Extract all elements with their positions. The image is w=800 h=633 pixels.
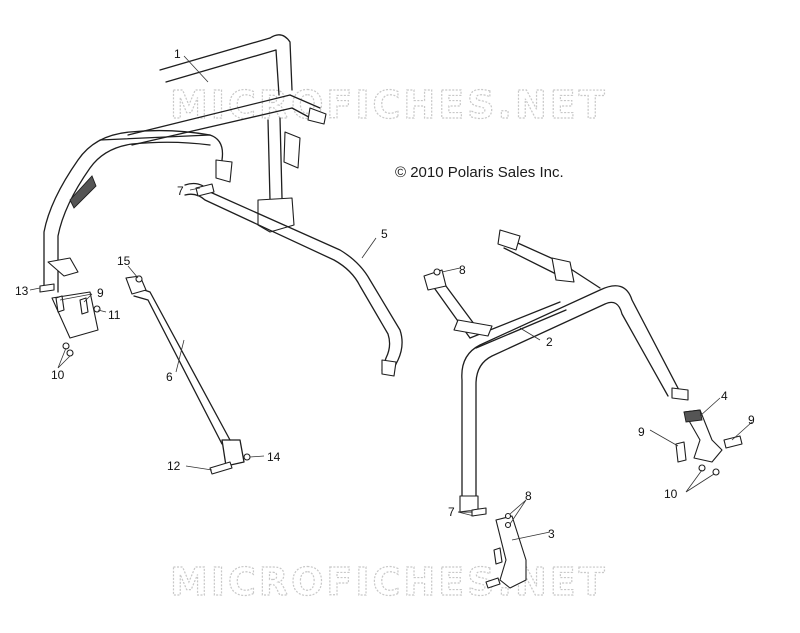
nut-10-left-b <box>66 349 74 357</box>
nut-8-bottom-a <box>504 512 512 520</box>
leader-lines <box>29 55 753 525</box>
nut-10-right-b <box>712 468 720 476</box>
part-5-side-tube <box>184 182 403 377</box>
copyright-notice: © 2010 Polaris Sales Inc. <box>395 164 564 181</box>
part-6-lower-tube <box>125 275 245 467</box>
hardware-fasteners <box>39 183 743 589</box>
bolt-13 <box>39 283 55 293</box>
watermark-bottom: MICROFICHES.NET <box>170 560 608 604</box>
part-2-rear-frame <box>423 229 689 513</box>
bolt-9-left <box>55 295 65 313</box>
callout-1: 1 <box>174 47 181 61</box>
bolt-9-left-b <box>79 297 89 315</box>
bolt-9-right-a <box>675 441 687 463</box>
bolt-7-bottom <box>471 507 487 517</box>
callout-15: 15 <box>117 254 131 268</box>
callout-9-right-a: 9 <box>638 425 645 439</box>
nut-8-bottom-b <box>504 521 512 529</box>
callout-3: 3 <box>548 527 555 541</box>
callout-8-top: 8 <box>459 263 466 277</box>
bolt-7-top <box>195 183 215 197</box>
callout-7-bottom: 7 <box>448 505 455 519</box>
callout-9-right-b: 9 <box>748 413 755 427</box>
callout-8-bottom: 8 <box>525 489 532 503</box>
nut-8-top <box>433 268 441 276</box>
callout-11: 11 <box>108 308 121 322</box>
nut-10-right-a <box>698 464 706 472</box>
callout-10-left: 10 <box>51 368 65 382</box>
nut-11 <box>93 305 101 313</box>
callout-10-right: 10 <box>664 487 678 501</box>
bolt-12 <box>209 461 233 475</box>
callout-4: 4 <box>721 389 728 403</box>
bolt-3-b <box>485 577 501 589</box>
callout-6: 6 <box>166 370 173 384</box>
callout-2: 2 <box>546 335 553 349</box>
part-4-foot-mount <box>683 409 723 463</box>
callout-9-left: 9 <box>97 286 104 300</box>
callout-5: 5 <box>381 227 388 241</box>
nut-14 <box>243 453 251 461</box>
callout-14: 14 <box>267 450 281 464</box>
callout-labels: 1 2 3 4 5 6 7 7 8 8 9 9 9 10 10 11 12 13… <box>15 47 755 541</box>
callout-12: 12 <box>167 459 181 473</box>
callout-13: 13 <box>15 284 29 298</box>
bolt-9-right-b <box>723 435 743 449</box>
callout-7-top: 7 <box>177 184 184 198</box>
bolt-3-a <box>493 547 503 565</box>
part-1-front-frame <box>43 34 327 339</box>
part-3-foot-mount <box>495 515 551 589</box>
